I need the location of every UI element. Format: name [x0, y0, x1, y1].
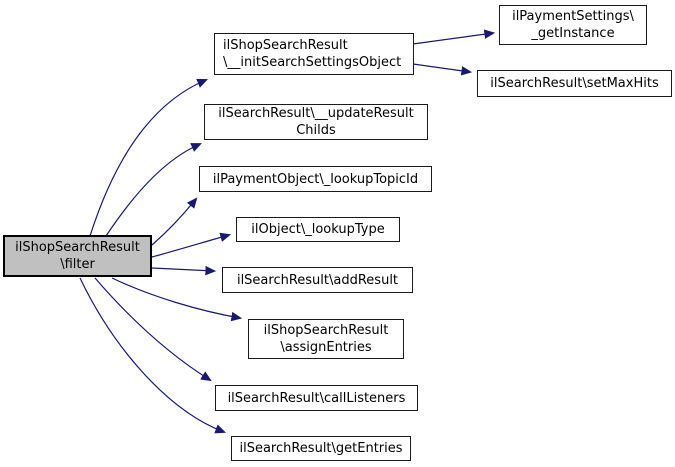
edge-init-search-settings-to-get-instance — [412, 29, 496, 45]
node-filter-label-line1: ilShopSearchResult — [15, 240, 140, 255]
edge-filter-to-assign-entries — [111, 277, 243, 322]
node-init-search-settings-label-line1: ilShopSearchResult — [223, 38, 348, 53]
node-get-instance-label-line1: ilPaymentSettings\ — [512, 9, 634, 24]
node-lookup-type[interactable]: ilObject\_lookupType — [236, 217, 400, 242]
node-filter: ilShopSearchResult \filter — [3, 235, 152, 277]
edge-filter-to-add-result — [151, 265, 217, 276]
node-lookup-type-label: ilObject\_lookupType — [251, 222, 385, 237]
edge-filter-to-lookup-type — [151, 232, 232, 258]
node-lookup-topic-id[interactable]: ilPaymentObject\_lookupTopicId — [199, 166, 432, 192]
edge-filter-to-call-listeners — [94, 277, 212, 382]
node-update-result-childs[interactable]: ilSearchResult\__updateResult Childs — [204, 104, 428, 140]
edge-filter-to-get-entries — [79, 277, 227, 434]
node-assign-entries[interactable]: ilShopSearchResult \assignEntries — [248, 319, 404, 359]
node-filter-label-line2: \filter — [60, 257, 95, 272]
node-add-result[interactable]: ilSearchResult\addResult — [222, 267, 413, 293]
edge-filter-to-init-search-settings — [89, 78, 208, 237]
edge-init-search-settings-to-set-max-hits — [412, 63, 473, 76]
node-add-result-label: ilSearchResult\addResult — [236, 272, 399, 288]
node-assign-entries-label-line1: ilShopSearchResult — [263, 323, 389, 338]
node-call-listeners[interactable]: ilSearchResult\callListeners — [215, 385, 418, 411]
node-init-search-settings-label-line2: \__initSearchSettingsObject — [223, 55, 402, 70]
edge-filter-to-update-result-childs — [105, 143, 202, 237]
node-set-max-hits-label: ilSearchResult\setMaxHits — [490, 76, 659, 91]
node-call-listeners-label: ilSearchResult\callListeners — [227, 390, 406, 406]
node-get-instance[interactable]: ilPaymentSettings\ _getInstance — [499, 5, 647, 45]
node-assign-entries-label-line2: \assignEntries — [280, 340, 372, 355]
node-lookup-topic-id-label: ilPaymentObject\_lookupTopicId — [212, 171, 419, 187]
node-get-entries[interactable]: ilSearchResult\getEntries — [231, 436, 411, 461]
node-get-entries-label: ilSearchResult\getEntries — [239, 441, 403, 456]
node-init-search-settings[interactable]: ilShopSearchResult \__initSearchSettings… — [214, 33, 414, 75]
edge-filter-to-lookup-topic-id — [151, 197, 198, 246]
node-get-instance-label-line2: _getInstance — [531, 26, 615, 41]
node-update-result-childs-label-line2: Childs — [296, 123, 336, 138]
node-update-result-childs-label-line1: ilSearchResult\__updateResult — [218, 106, 414, 121]
node-set-max-hits[interactable]: ilSearchResult\setMaxHits — [477, 70, 672, 97]
